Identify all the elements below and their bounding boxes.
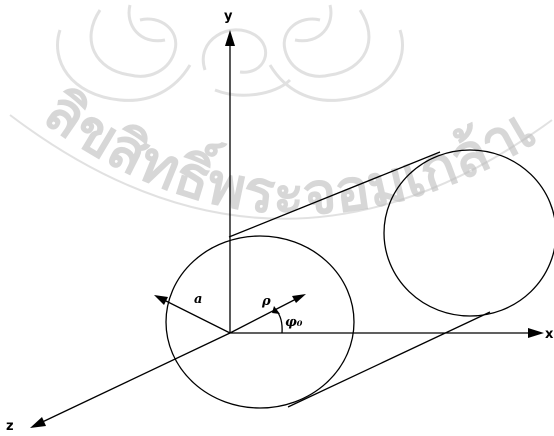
rho-vector-line [229,297,299,334]
seal-ring-arc [9,114,553,220]
radius-a-arrowhead [154,295,168,305]
seal-right-ornament [268,4,404,102]
rho-vector-arrowhead [292,294,306,303]
phi-label: φ₀ [285,315,303,330]
cylinder-top-edge [228,151,441,238]
rho-label: ρ [261,294,271,309]
y-axis-arrowhead [225,30,235,46]
far-end-circle [383,149,554,317]
near-end-circle [165,235,355,409]
z-axis-label: z [6,419,14,434]
arrowheads [30,30,544,428]
cylinder-bottom-edge [287,311,491,408]
watermark-seal [9,4,553,220]
z-axis-arrowhead [30,417,46,428]
watermark-text: ลิขสิทธิ์พระจอมเกล้าเจ้าคุณทหารลาดกระบัง [0,0,546,228]
radius-a-label: a [194,292,202,307]
diagram-lines [35,40,554,426]
y-axis-label: y [224,9,233,24]
x-axis-label: x [545,327,554,342]
radius-a-line [159,297,231,334]
seal-center-ornament [201,28,292,97]
phi-arc-arrowhead [272,306,280,314]
watermark-text-path: ลิขสิทธิ์พระจอมเกล้าเจ้าคุณทหารลาดกระบัง [0,0,546,228]
x-axis-arrowhead [528,328,544,338]
z-axis [35,332,231,426]
seal-left-ornament [56,4,192,102]
